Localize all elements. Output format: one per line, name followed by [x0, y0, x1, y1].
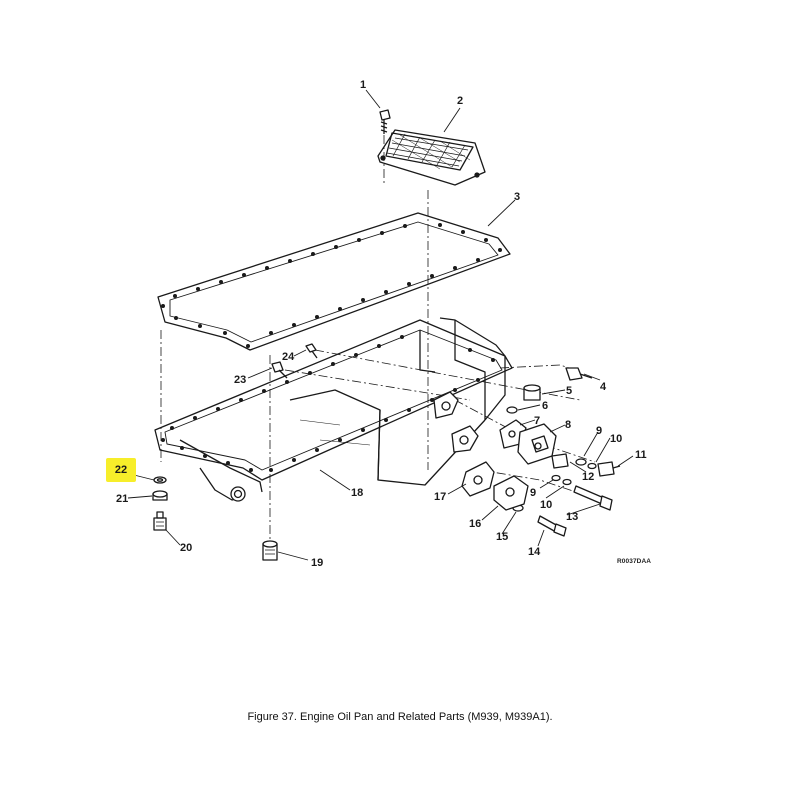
callout-23: 23	[234, 374, 246, 386]
callout-24: 24	[282, 351, 295, 363]
callout-8: 8	[565, 419, 571, 431]
stud-24	[305, 343, 318, 359]
washer-9-upper	[575, 458, 587, 466]
capscrew-13	[573, 485, 613, 511]
drain-plug-19	[262, 540, 278, 561]
callout-5: 5	[566, 385, 572, 397]
leader-lines	[127, 89, 634, 561]
adapter-5	[523, 384, 541, 401]
capscrew-20	[153, 511, 167, 531]
callout-3: 3	[514, 191, 520, 203]
callout-13: 13	[566, 511, 578, 523]
callout-20: 20	[180, 542, 192, 554]
oil-pan-gasket	[157, 212, 511, 351]
callout-12: 12	[582, 471, 594, 483]
figure-caption: Figure 37. Engine Oil Pan and Related Pa…	[247, 711, 553, 723]
lockwasher-10-upper	[587, 462, 597, 470]
gasket-bolt-holes	[161, 223, 502, 348]
capscrew-14	[537, 515, 567, 537]
callout-16: 16	[469, 518, 481, 530]
oil-pan	[154, 317, 513, 502]
callout-15: 15	[496, 531, 508, 543]
callout-7: 7	[534, 415, 540, 427]
callout-21: 21	[116, 493, 128, 505]
flange-boss-center	[451, 425, 479, 453]
screen-cover-plate	[377, 129, 486, 186]
callout-22: 22	[114, 464, 128, 476]
callout-19: 19	[311, 557, 323, 569]
callout-11: 11	[635, 449, 647, 461]
callout-1: 1	[360, 79, 366, 91]
lockwasher-10-lower	[562, 478, 572, 486]
gasket-17	[461, 461, 495, 497]
drawing-number: R0037DAA	[617, 558, 652, 565]
plug-12	[551, 453, 569, 469]
washer-9-lower	[551, 474, 561, 482]
callout-10-lower: 10	[540, 499, 552, 511]
pan-flange-bolt-holes	[161, 335, 495, 472]
housing-8	[517, 423, 557, 465]
callout-14: 14	[528, 546, 541, 558]
callout-9-lower: 9	[530, 487, 536, 499]
callout-2: 2	[457, 95, 463, 107]
callout-numbers: 1 2 3 4 5 6 7 8 9 10 11 12 9 10 13 14 15…	[116, 79, 647, 569]
callout-18: 18	[351, 487, 363, 499]
flange-boss-left	[433, 391, 459, 419]
washer-22	[153, 476, 167, 484]
capscrew-4	[565, 367, 593, 381]
callout-9-upper: 9	[596, 425, 602, 437]
housing-16	[493, 475, 529, 511]
callout-10-upper: 10	[610, 433, 622, 445]
callout-6: 6	[542, 400, 548, 412]
callout-22-highlight	[106, 458, 136, 482]
washer-6	[506, 406, 518, 414]
capscrew-11	[597, 461, 621, 477]
plug-21	[152, 490, 168, 501]
callout-4: 4	[600, 381, 607, 393]
capscrew-1	[379, 109, 391, 134]
screw-23	[271, 361, 288, 379]
callout-17: 17	[434, 491, 446, 503]
